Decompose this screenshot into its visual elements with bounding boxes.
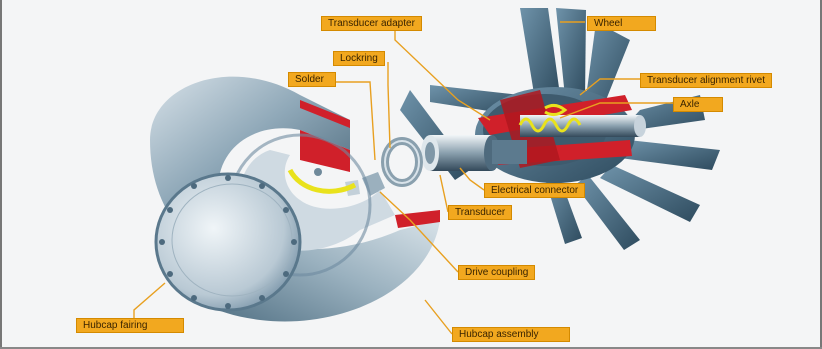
hubcap-fairing-part (156, 174, 300, 310)
label-electrical-connector: Electrical connector (484, 183, 585, 198)
label-transducer: Transducer (448, 205, 512, 220)
label-hubcap-assembly: Hubcap assembly (452, 327, 570, 342)
label-drive-coupling: Drive coupling (458, 265, 535, 280)
label-axle: Axle (673, 97, 723, 112)
label-transducer-adapter: Transducer adapter (321, 16, 422, 31)
label-hubcap-fairing: Hubcap fairing (76, 318, 184, 333)
frame-left-edge (0, 0, 2, 349)
axle-shaft (520, 115, 646, 137)
label-transducer-alignment-rivet: Transducer alignment rivet (640, 73, 772, 88)
label-lockring: Lockring (333, 51, 385, 66)
label-solder: Solder (288, 72, 336, 87)
label-wheel: Wheel (587, 16, 656, 31)
